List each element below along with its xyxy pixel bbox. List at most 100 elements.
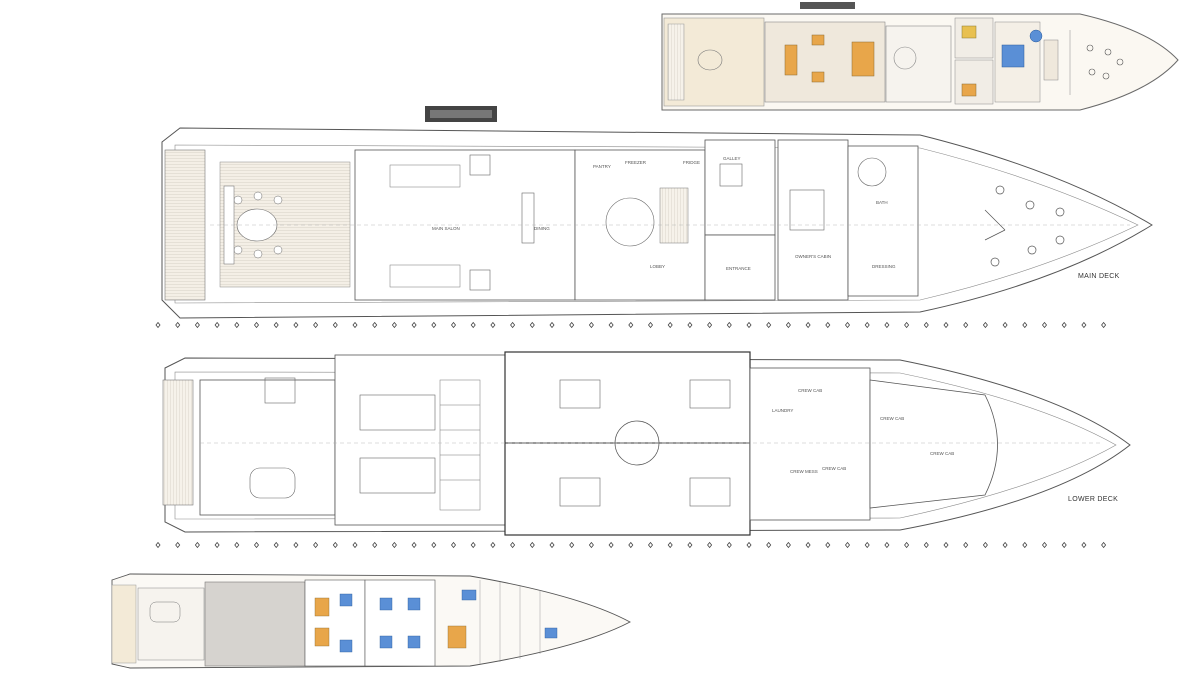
frame-marker	[825, 321, 831, 329]
frame-marker	[253, 321, 260, 329]
frame-marker	[293, 321, 299, 329]
frame-marker	[450, 541, 457, 549]
frame-marker	[510, 321, 516, 329]
frame-marker	[569, 321, 575, 329]
frame-marker	[194, 321, 200, 329]
frame-marker	[352, 541, 358, 549]
frame-marker	[864, 541, 870, 549]
frame-marker	[313, 321, 319, 329]
frame-marker	[352, 321, 358, 329]
frame-marker	[844, 321, 851, 329]
frame-marker	[155, 541, 161, 549]
frame-marker	[450, 321, 457, 329]
bath-tub	[857, 157, 887, 187]
frame-marker	[766, 321, 772, 329]
frame-marker	[253, 541, 260, 549]
bottom-deck-plan	[111, 573, 631, 669]
frame-marker	[273, 541, 279, 549]
frame-marker	[963, 541, 969, 549]
aft-swim-platform	[164, 149, 206, 301]
frame-marker	[490, 541, 496, 549]
frame-marker	[273, 321, 279, 329]
frame-marker	[943, 321, 949, 329]
frame-marker	[904, 321, 910, 329]
frame-marker	[313, 541, 319, 549]
label-dining: DINING	[534, 226, 550, 231]
tender-garage	[199, 379, 336, 516]
dining-table-orange	[851, 41, 875, 77]
engine-room	[334, 354, 506, 526]
label-laundry: LAUNDRY	[772, 408, 793, 413]
frame-marker	[785, 541, 791, 549]
label-pantry: PANTRY	[593, 164, 611, 169]
frame-marker	[982, 541, 988, 549]
frame-marker	[904, 541, 910, 549]
frame-marker	[726, 541, 732, 549]
frame-marker	[963, 321, 969, 329]
frame-marker	[726, 321, 732, 329]
frame-marker	[214, 541, 220, 549]
frame-marker	[667, 321, 673, 329]
frame-marker	[332, 541, 338, 549]
label-lobby: LOBBY	[650, 264, 665, 269]
label-crew-mess: CREW MESS	[790, 469, 818, 474]
lower-deck-plan: CREW CAB LAUNDRY CREW MESS CREW CAB CREW…	[162, 351, 1131, 536]
frame-marker	[293, 541, 299, 549]
frame-marker	[844, 541, 851, 549]
frame-marker	[647, 321, 654, 329]
frame-marker	[391, 321, 397, 329]
frame-marker	[825, 541, 831, 549]
frame-marker	[667, 541, 673, 549]
frame-marker	[1002, 321, 1008, 329]
frame-marker	[569, 541, 575, 549]
frame-marker	[470, 541, 476, 549]
aft-table	[236, 208, 278, 242]
label-dressing: DRESSING	[872, 264, 896, 269]
label-galley: GALLEY	[723, 156, 741, 161]
frame-marker	[943, 541, 949, 549]
label-crew-cab-4: CREW CAB	[930, 451, 954, 456]
spiral-stair	[605, 197, 655, 247]
frame-marker	[805, 321, 811, 329]
tender-boat	[249, 467, 296, 499]
frame-marker	[194, 541, 200, 549]
frame-marker	[332, 321, 338, 329]
label-main-deck: MAIN DECK	[1078, 273, 1120, 280]
frame-marker	[707, 321, 713, 329]
frame-marker	[1002, 541, 1008, 549]
frame-marker	[529, 541, 535, 549]
frame-marker	[470, 321, 476, 329]
frame-marker	[982, 321, 988, 329]
frame-marker	[647, 541, 654, 549]
frame-marker	[234, 321, 240, 329]
frame-markers	[155, 321, 1107, 549]
frame-marker	[510, 541, 516, 549]
label-owners-cabin: OWNER'S CABIN	[795, 254, 831, 259]
frame-marker	[884, 541, 890, 549]
frame-marker	[234, 541, 240, 549]
frame-marker	[1081, 321, 1087, 329]
frame-marker	[549, 541, 555, 549]
label-entrance: ENTRANCE	[726, 266, 751, 271]
frame-marker	[628, 321, 634, 329]
frame-marker	[1061, 541, 1067, 549]
frame-marker	[1022, 321, 1028, 329]
frame-marker	[805, 541, 811, 549]
label-lower-deck: LOWER DECK	[1068, 496, 1119, 503]
label-main-salon: MAIN SALON	[432, 226, 460, 231]
frame-marker	[687, 541, 693, 549]
label-crew-cab-1: CREW CAB	[798, 388, 822, 393]
frame-marker	[785, 321, 791, 329]
frame-marker	[864, 321, 870, 329]
frame-marker	[1041, 321, 1048, 329]
frame-marker	[687, 321, 693, 329]
frame-marker	[549, 321, 555, 329]
frame-marker	[1041, 541, 1048, 549]
frame-marker	[431, 541, 437, 549]
frame-marker	[923, 541, 929, 549]
frame-marker	[431, 321, 437, 329]
frame-marker	[1081, 541, 1087, 549]
frame-marker	[175, 321, 181, 329]
